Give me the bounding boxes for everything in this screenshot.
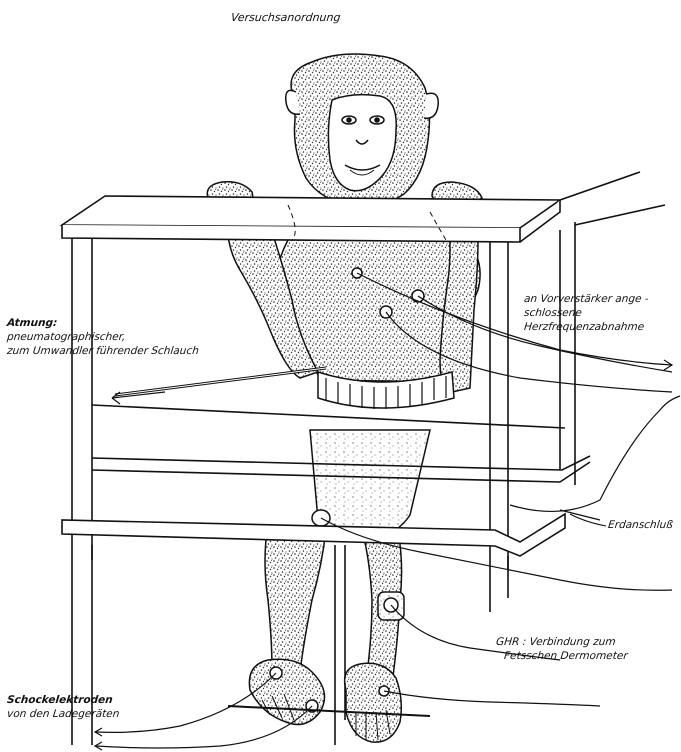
label-atmung-line2: pneumatographischer, bbox=[6, 331, 126, 344]
label-atmung-line1: Atmung: bbox=[6, 317, 58, 330]
label-schockelektroden-line1: Schockelektroden bbox=[6, 694, 113, 707]
figure-title: Versuchsanordnung bbox=[230, 11, 341, 24]
label-ghr-line1: GHR : Verbindung zum bbox=[495, 636, 616, 649]
label-atmung-line3: zum Umwandler führender Schlauch bbox=[6, 345, 199, 358]
label-ghr-line2: Fetsschen Dermometer bbox=[503, 650, 628, 663]
label-vorverstaerker-line1: an Vorverstärker ange - bbox=[523, 293, 649, 306]
label-schockelektroden-line2: von den Ladegeräten bbox=[6, 708, 120, 721]
label-vorverstaerker-line2: schlossene bbox=[523, 307, 582, 320]
label-vorverstaerker-line3: Herzfrequenzabnahme bbox=[523, 321, 645, 334]
label-erdanschluss: Erdanschluß bbox=[607, 519, 673, 532]
erdanschluss-leader bbox=[570, 514, 606, 526]
